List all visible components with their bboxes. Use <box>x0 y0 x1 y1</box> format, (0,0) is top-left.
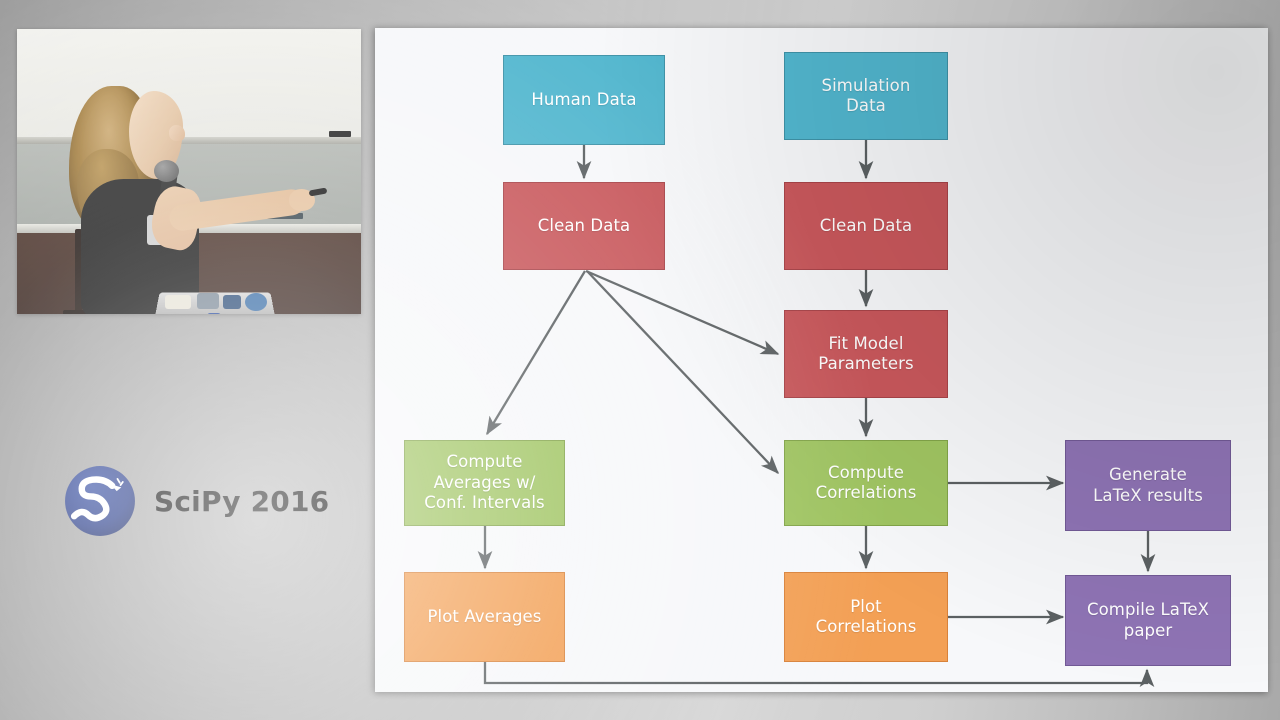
laptop-sticker <box>207 313 221 314</box>
scipy-logo: SciPy 2016 <box>62 463 329 539</box>
scipy-wordmark: SciPy 2016 <box>154 484 330 518</box>
node-compile-latex-paper[interactable]: Compile LaTeX paper <box>1065 575 1231 666</box>
scipy-snake-logo-icon <box>65 466 135 536</box>
node-label: Fit Model Parameters <box>818 333 914 373</box>
node-human-data[interactable]: Human Data <box>503 55 665 145</box>
node-label: Compute Correlations <box>815 462 917 502</box>
speaker-video-thumbnail[interactable] <box>17 29 361 314</box>
node-label: Human Data <box>531 89 637 109</box>
node-label: Plot Correlations <box>815 596 917 636</box>
workflow-diagram: Human Data Simulation Data Clean Data Cl… <box>375 28 1268 692</box>
node-clean-data-simulation[interactable]: Clean Data <box>784 182 948 270</box>
node-fit-model-parameters[interactable]: Fit Model Parameters <box>784 310 948 398</box>
speaker-nose <box>169 125 185 141</box>
arrow-clean-data-to-compute-correlations <box>586 270 779 475</box>
node-plot-averages[interactable]: Plot Averages <box>404 572 565 662</box>
microphone-head <box>154 160 179 182</box>
whiteboard-rail <box>17 137 361 144</box>
arrow-clean-data-to-fit-model <box>585 269 780 356</box>
node-label: Compute Averages w/ Conf. Intervals <box>424 452 545 513</box>
presentation-slide: Human Data Simulation Data Clean Data Cl… <box>375 28 1268 692</box>
node-compute-averages[interactable]: Compute Averages w/ Conf. Intervals <box>404 440 565 526</box>
laptop-sticker <box>245 293 267 311</box>
node-plot-correlations[interactable]: Plot Correlations <box>784 572 948 662</box>
node-simulation-data[interactable]: Simulation Data <box>784 52 948 140</box>
node-label: Compile LaTeX paper <box>1086 600 1210 640</box>
node-label: Plot Averages <box>427 606 542 626</box>
node-clean-data-human[interactable]: Clean Data <box>503 182 665 270</box>
arrow-plot-averages-to-compile-latex <box>483 662 1155 688</box>
node-generate-latex-results[interactable]: Generate LaTeX results <box>1065 440 1231 531</box>
node-label: Clean Data <box>819 215 913 235</box>
laptop-sticker <box>223 295 241 309</box>
laptop-sticker <box>197 293 219 309</box>
node-label: Clean Data <box>537 215 631 235</box>
node-label: Generate LaTeX results <box>1093 465 1203 505</box>
lecture-hall-wall <box>17 29 361 141</box>
whiteboard-marker <box>329 131 351 137</box>
node-compute-correlations[interactable]: Compute Correlations <box>784 440 948 526</box>
arrow-clean-data-to-compute-averages <box>486 270 586 436</box>
laptop-sticker <box>165 295 191 309</box>
node-label: Simulation Data <box>821 75 911 115</box>
